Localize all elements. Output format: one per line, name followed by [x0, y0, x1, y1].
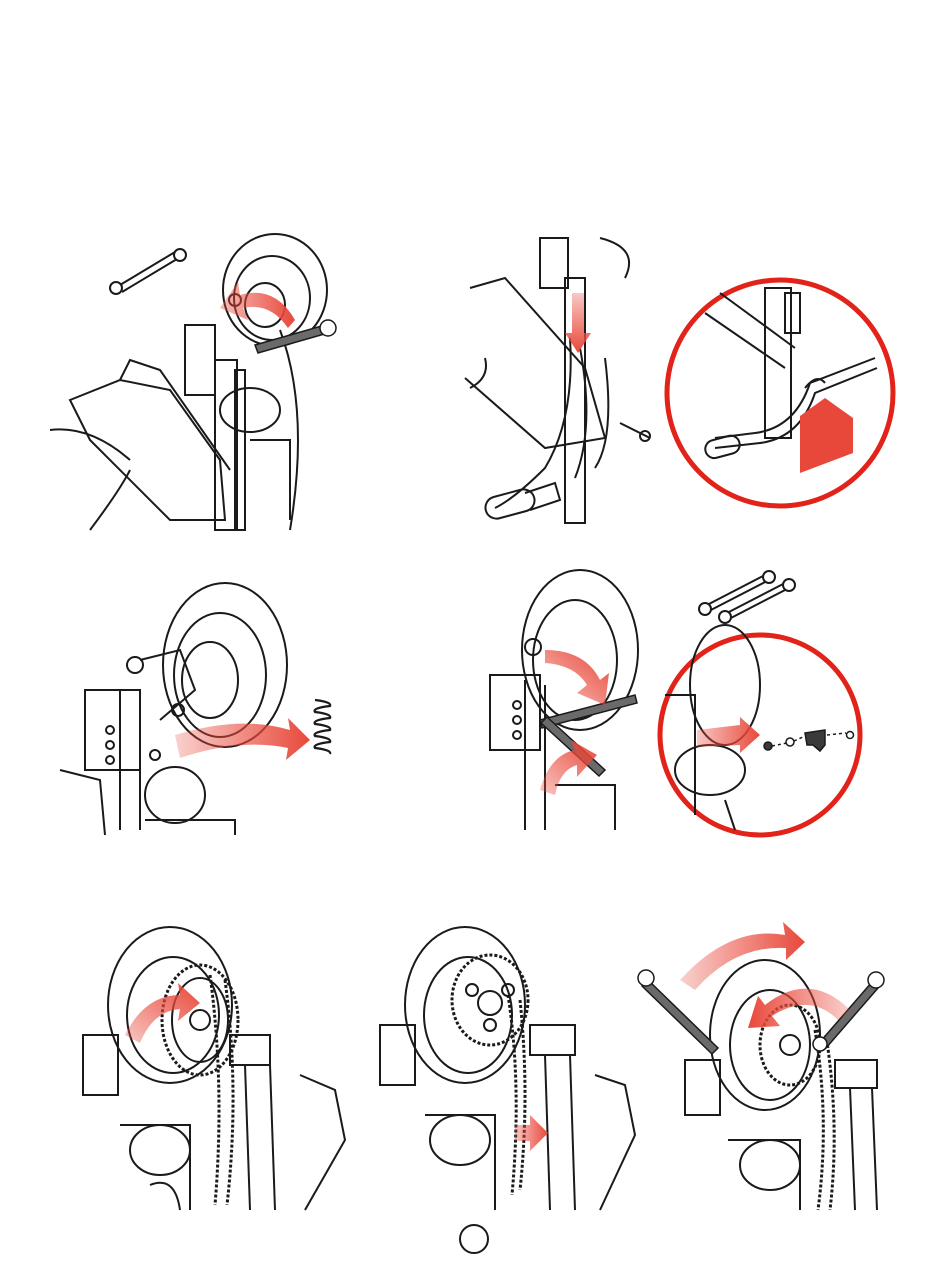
detail-magnifier-icon [667, 280, 893, 506]
step-7-illustration [640, 920, 895, 1210]
curved-arrow-icon [680, 922, 805, 990]
step-4-illustration [485, 565, 885, 840]
step-5-illustration [75, 925, 355, 1210]
step-6-illustration [380, 925, 640, 1210]
curved-arrow-icon [125, 983, 200, 1043]
curved-arrow-icon [545, 650, 609, 705]
chain-icon [815, 1030, 834, 1210]
chain-icon [508, 995, 525, 1195]
spring-icon [315, 700, 331, 754]
wrench-icon [110, 249, 186, 294]
chain-icon [210, 975, 233, 1205]
right-arrow-icon [515, 1115, 548, 1151]
wrench-icon [255, 320, 336, 353]
sprocket-icon [452, 955, 528, 1045]
page-number-circle [459, 1224, 489, 1254]
curved-arrow-icon [175, 718, 310, 760]
two-wrenches-icon [699, 571, 795, 623]
step-3-illustration [60, 580, 350, 835]
detail-magnifier-icon [660, 625, 860, 835]
down-arrow-icon [565, 293, 591, 353]
step-1-illustration [50, 230, 350, 530]
step-2-illustration [465, 238, 900, 523]
